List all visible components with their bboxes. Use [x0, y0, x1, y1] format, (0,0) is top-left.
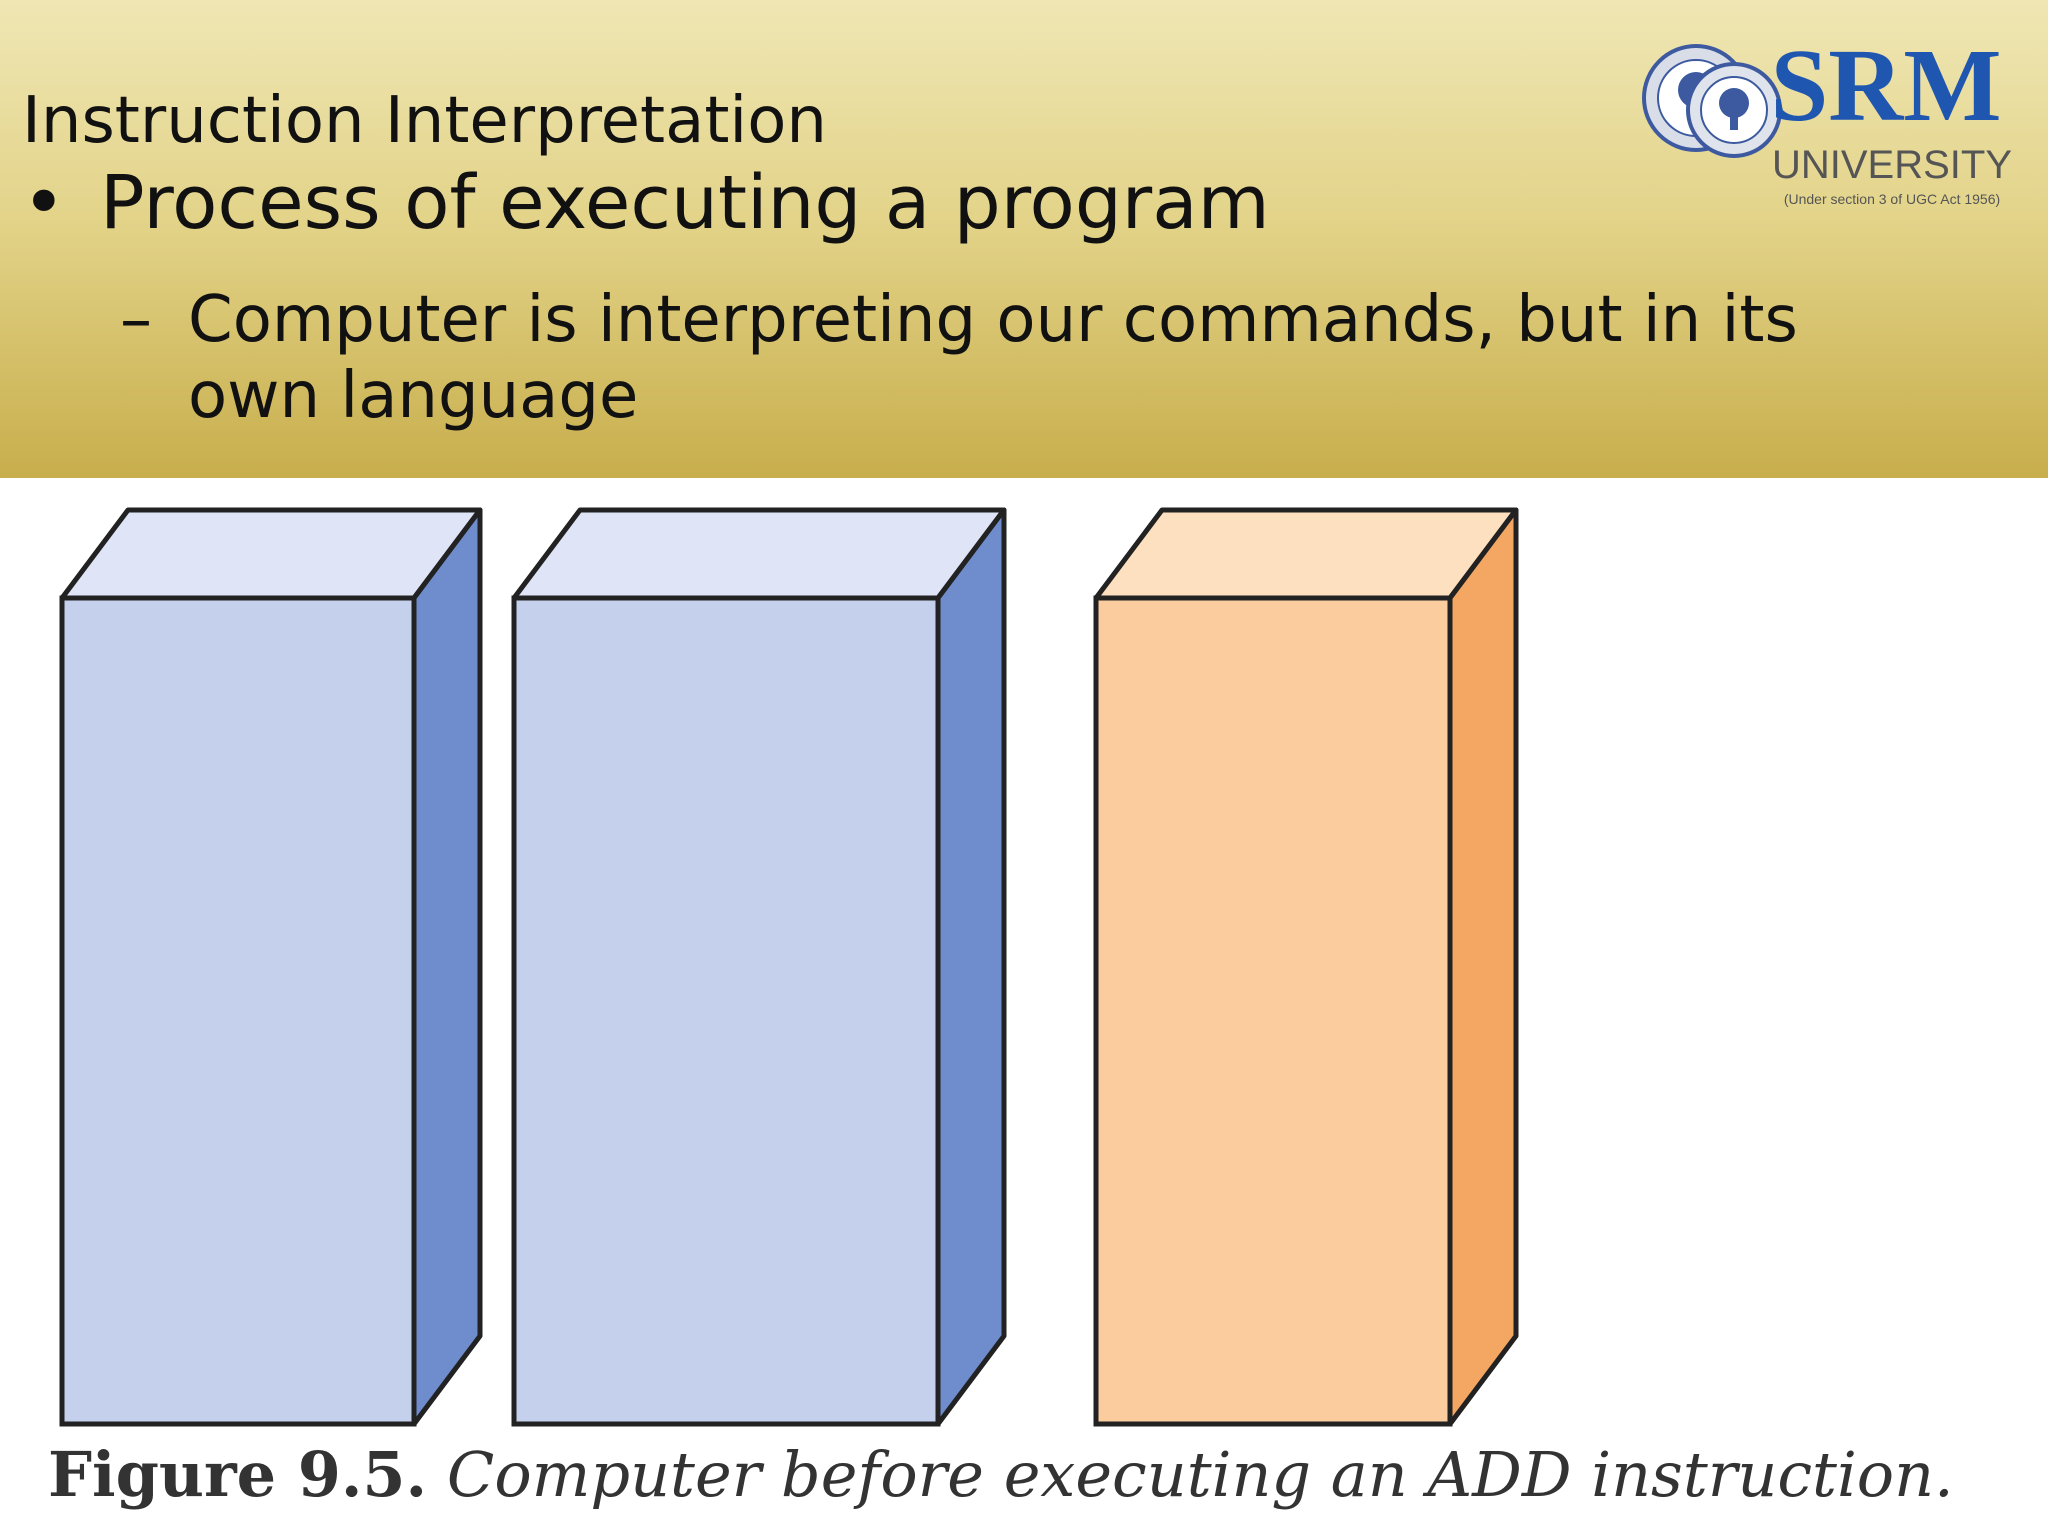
alu-box-front — [59, 595, 417, 1427]
alu-box-top — [59, 507, 483, 601]
alu-box-side — [411, 507, 483, 1427]
sub-bullet-item: – Computer is interpreting our commands,… — [120, 282, 1820, 434]
university-seal-icon — [1642, 44, 1782, 158]
computer-architecture-diagram — [59, 507, 1519, 1427]
sub-bullet-dash: – — [120, 283, 152, 357]
bullet-dot: • — [22, 160, 66, 246]
bullet-item: • Process of executing a program — [22, 160, 1270, 246]
control-box-side — [935, 507, 1007, 1427]
logo-line-3: (Under section 3 of UGC Act 1956) — [1784, 191, 2000, 207]
figure-label: Figure 9.5. — [48, 1438, 428, 1511]
input-box-front — [1093, 595, 1453, 1427]
input-box — [1093, 507, 1519, 1427]
control-box — [511, 507, 1007, 1427]
figure-caption: Figure 9.5. Computer before executing an… — [48, 1438, 2008, 1518]
logo-line-2: UNIVERSITY — [1772, 143, 2012, 187]
sub-bullet-text: Computer is interpreting our commands, b… — [188, 283, 1798, 433]
control-box-front — [511, 595, 941, 1427]
srm-university-logo: SRM UNIVERSITY (Under section 3 of UGC A… — [1642, 28, 2012, 207]
bullet-text: Process of executing a program — [100, 160, 1270, 246]
logo-name: SRM — [1770, 28, 2001, 143]
alu-box — [59, 507, 483, 1427]
slide-title: Instruction Interpretation — [22, 84, 827, 158]
control-box-top — [511, 507, 1007, 601]
input-box-side — [1447, 507, 1519, 1427]
input-box-top — [1093, 507, 1519, 601]
slide-header: Instruction Interpretation • Process of e… — [0, 0, 2048, 478]
figure-caption-text: Computer before executing an ADD instruc… — [446, 1438, 1954, 1511]
